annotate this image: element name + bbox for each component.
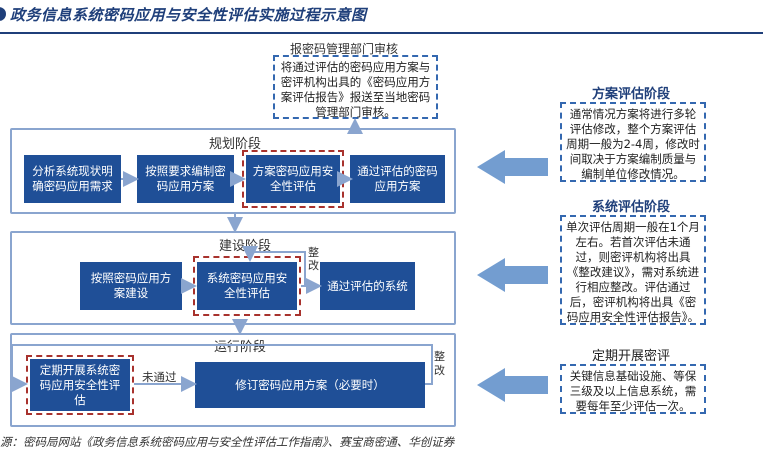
top-note-title: 报密码管理部门审核 bbox=[290, 42, 399, 56]
construction-rectify-label: 整改 bbox=[308, 246, 319, 272]
title-bullet-icon bbox=[0, 7, 6, 21]
system-note-pointer-icon bbox=[477, 258, 548, 292]
construction-step-evaluate: 系统密码应用安全性评估 bbox=[197, 262, 297, 310]
operation-rectify-loop bbox=[11, 344, 433, 392]
construction-step-approved: 通过评估的系统 bbox=[320, 262, 415, 310]
side-note-scheme-body: 通常情况方案将进行多轮评估修改，整个方案评估周期一般为2-4周，修改时间取决于方… bbox=[566, 107, 700, 181]
side-note-periodic-body: 关键信息基础设施、等保三级及以上信息系统，需要每年至少评估一次。 bbox=[569, 369, 697, 413]
planning-step-approved: 通过评估的密码应用方案 bbox=[350, 155, 445, 203]
page-title: 政务信息系统密码应用与安全性评估实施过程示意图 bbox=[10, 6, 367, 24]
planning-step-evaluate: 方案密码应用安全性评估 bbox=[246, 155, 340, 203]
side-note-system-box: 单次评估周期一般在1个月左右。若首次评估未通过，则密评机构将出具《整改建议》，需… bbox=[560, 215, 706, 325]
operation-step-periodic: 定期开展系统密码应用安全性评估 bbox=[30, 359, 130, 411]
side-note-periodic-box: 关键信息基础设施、等保三级及以上信息系统，需要每年至少评估一次。 bbox=[560, 364, 706, 414]
construction-step-build: 按照密码应用方案建设 bbox=[80, 262, 182, 310]
side-note-scheme-title: 方案评估阶段 bbox=[591, 87, 670, 102]
construction-rectify-loop bbox=[242, 246, 306, 286]
planning-step-compile: 按照要求编制密码应用方案 bbox=[137, 155, 234, 203]
top-note-body: 将通过评估的密码应用方案与密评机构出具的《密码应用方案评估报告》报送至当地密码管… bbox=[280, 60, 431, 119]
top-note-box: 将通过评估的密码应用方案与密评机构出具的《密码应用方案评估报告》报送至当地密码管… bbox=[273, 55, 438, 119]
side-note-periodic-title: 定期开展密评 bbox=[591, 349, 670, 364]
operation-rectify-label: 整改 bbox=[434, 350, 445, 377]
title-bar: 政务信息系统密码应用与安全性评估实施过程示意图 bbox=[0, 0, 763, 34]
periodic-note-pointer-icon bbox=[477, 368, 548, 402]
operation-stage-label: 运行阶段 bbox=[213, 340, 266, 355]
operation-step-revise: 修订密码应用方案（必要时） bbox=[195, 362, 425, 408]
planning-stage-label: 规划阶段 bbox=[208, 137, 261, 152]
title-divider bbox=[0, 32, 763, 34]
source-caption: 源：密码局网站《政务信息系统密码应用与安全性评估工作指南》、赛宝商密通、华创证券 bbox=[0, 435, 455, 449]
side-note-system-body: 单次评估周期一般在1个月左右。若首次评估未通过，则密评机构将出具《整改建议》，需… bbox=[566, 220, 700, 324]
side-note-system-title: 系统评估阶段 bbox=[591, 200, 670, 215]
side-note-scheme-box: 通常情况方案将进行多轮评估修改，整个方案评估周期一般为2-4周，修改时间取决于方… bbox=[560, 102, 706, 182]
planning-step-analyze: 分析系统现状明确密码应用需求 bbox=[24, 155, 121, 203]
scheme-note-pointer-icon bbox=[477, 150, 548, 184]
operation-fail-label: 未通过 bbox=[142, 370, 177, 384]
